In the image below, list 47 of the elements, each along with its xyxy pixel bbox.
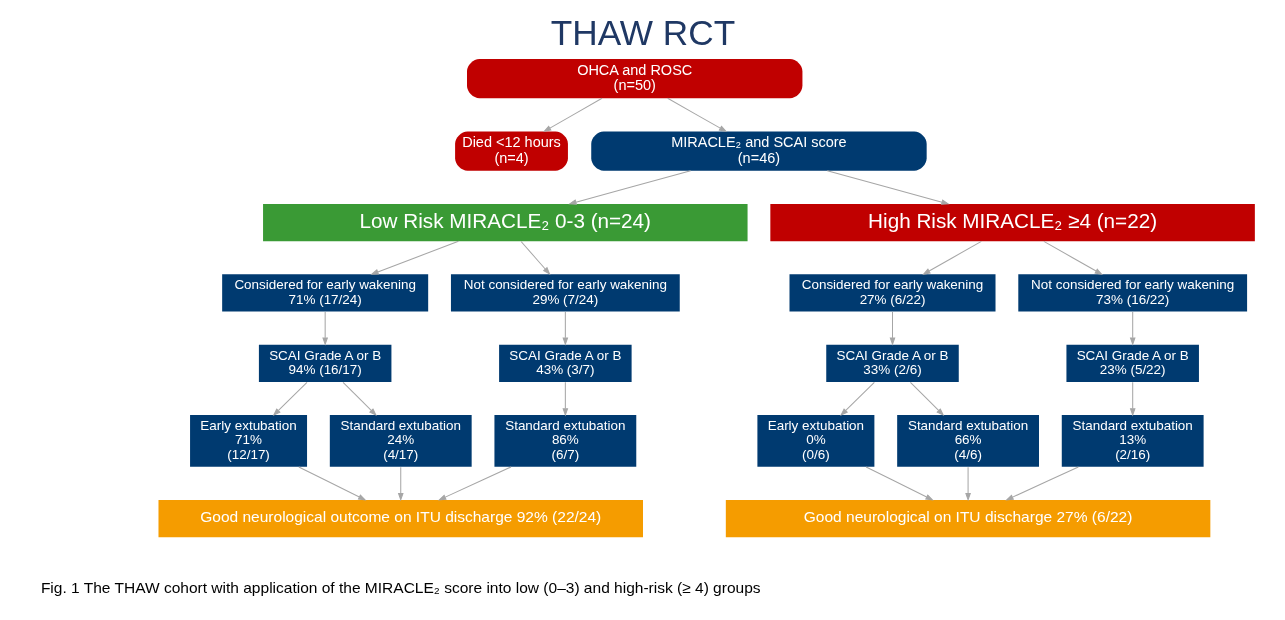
- node-box: Not considered for early wakening 29% (7/24): [450, 274, 680, 312]
- node-box: SCAI Grade A or B 23% (5/22): [1065, 344, 1199, 382]
- node-box: SCAI Grade A or B 43% (3/7): [498, 344, 632, 382]
- arrow: [561, 381, 568, 417]
- arrow: [1004, 466, 1079, 501]
- arrow: [369, 240, 459, 275]
- node-box: High Risk MIRACLE₂ ≥4 (n=22): [769, 203, 1255, 242]
- node-box: Not considered for early wakening 73% (16/22): [1017, 274, 1247, 312]
- node-box: Early extubation 0% (0/6): [756, 415, 874, 467]
- node-box: MIRACLE₂ and SCAI score (n=46): [590, 131, 927, 171]
- arrow: [1042, 240, 1103, 275]
- node-box: OHCA and ROSC (n=50): [466, 58, 802, 99]
- node-box: Died <12 hours (n=4): [454, 131, 568, 171]
- node-box: Standard extubation 24% (4/17): [329, 415, 472, 467]
- arrow: [666, 97, 727, 133]
- arrow: [889, 311, 895, 346]
- arrow: [865, 466, 934, 501]
- arrow: [567, 170, 691, 205]
- arrow: [542, 97, 603, 133]
- node-box: Good neurological on ITU discharge 27% (6/22): [725, 500, 1210, 538]
- node-box: Considered for early wakening 27% (6/22): [789, 274, 995, 312]
- arrow: [520, 241, 550, 275]
- node-box: Considered for early wakening 71% (17/24): [221, 274, 428, 312]
- node-box: Standard extubation 86% (6/7): [493, 415, 636, 467]
- arrow: [437, 466, 511, 501]
- arrow: [1129, 311, 1136, 346]
- arrow: [921, 240, 982, 275]
- arrow: [297, 466, 366, 501]
- arrow: [272, 381, 308, 417]
- arrow: [839, 381, 875, 417]
- arrow: [826, 170, 950, 205]
- arrow: [964, 466, 971, 502]
- node-box: Early extubation 71% (12/17): [189, 415, 307, 467]
- node-box: Low Risk MIRACLE₂ 0-3 (n=24): [262, 203, 748, 242]
- caption: Fig. 1 The THAW cohort with application of the MIRACLE₂ score into low (0–3) and high-risk (≥ 4) groups: [40, 578, 761, 596]
- arrow: [397, 466, 404, 502]
- arrow: [909, 381, 944, 417]
- arrow: [321, 311, 328, 346]
- node-box: Good neurological outcome on ITU discharge 92% (22/24): [158, 500, 643, 538]
- node-box: SCAI Grade A or B 94% (16/17): [258, 344, 391, 382]
- arrow: [1129, 381, 1136, 417]
- diagram-title: THAW RCT: [550, 12, 735, 52]
- node-box: SCAI Grade A or B 33% (2/6): [825, 344, 959, 382]
- arrow: [561, 311, 568, 346]
- arrow: [342, 381, 377, 417]
- node-box: Standard extubation 13% (2/16): [1061, 415, 1204, 467]
- node-box: Standard extubation 66% (4/6): [896, 415, 1039, 467]
